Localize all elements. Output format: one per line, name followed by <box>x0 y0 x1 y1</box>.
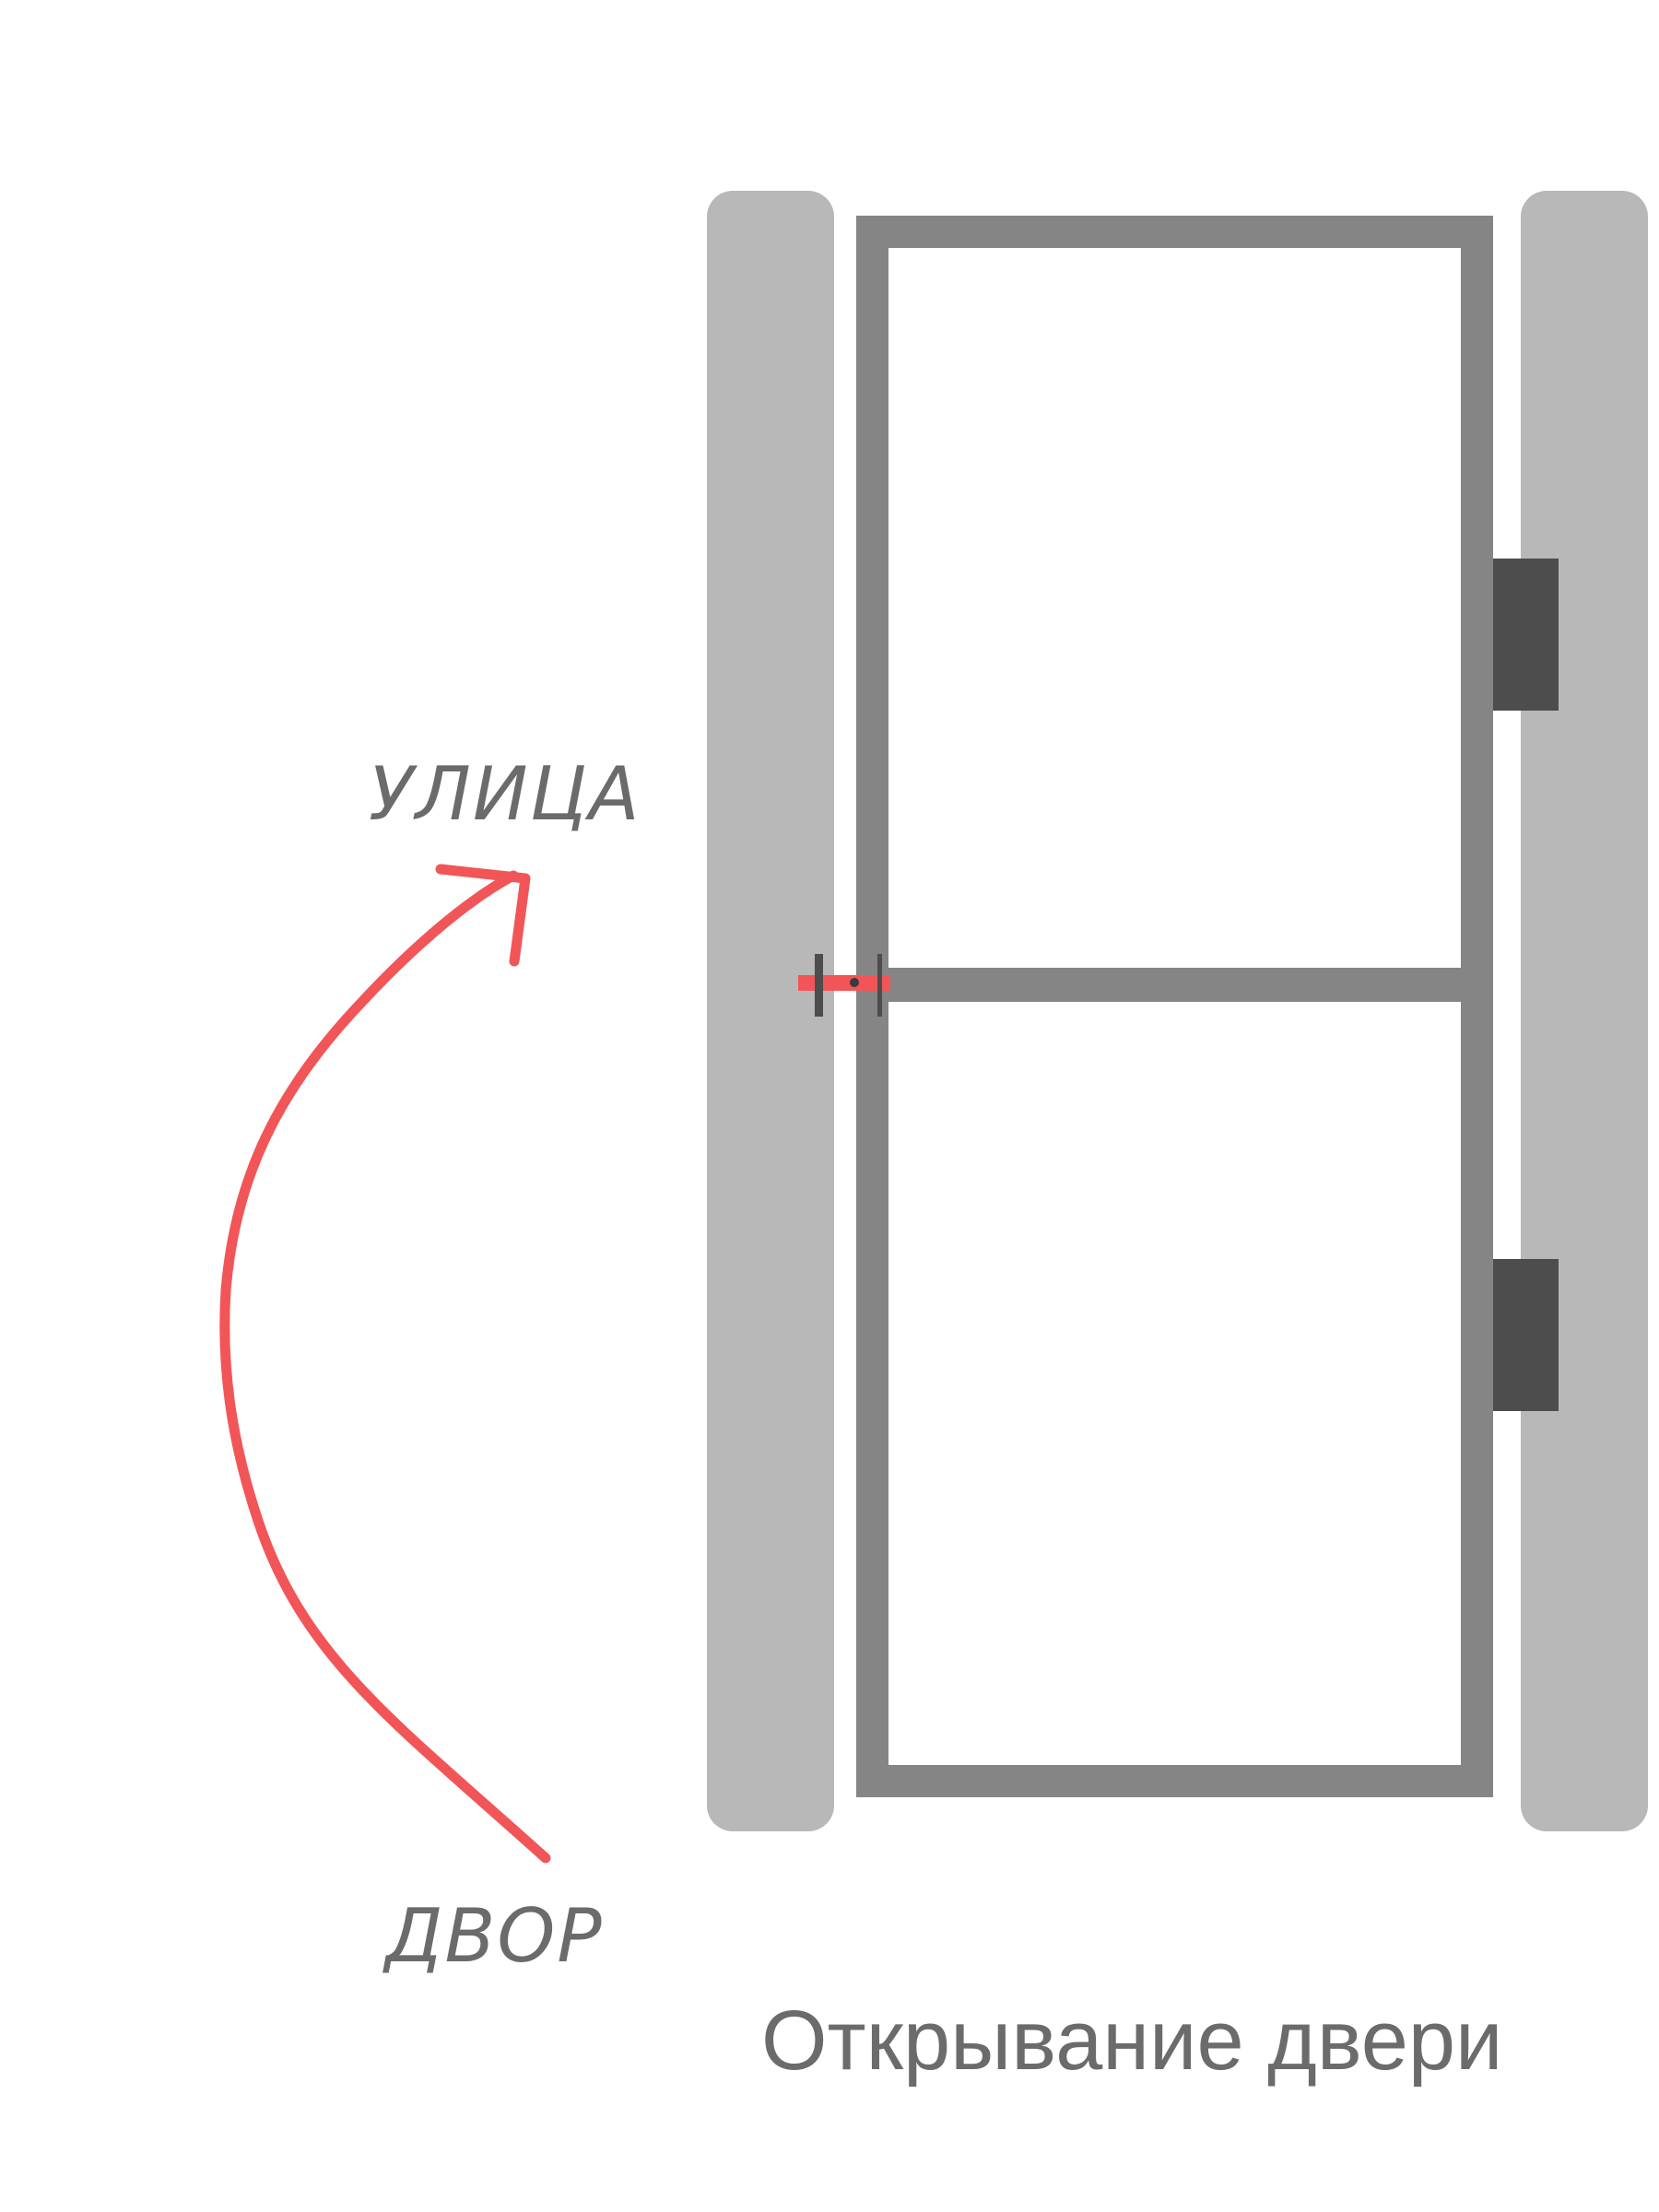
door-hinge-icon <box>1493 1259 1559 1411</box>
left-jamb <box>707 191 834 1831</box>
right-jamb <box>1521 191 1648 1831</box>
door-leaf <box>856 216 1493 1797</box>
door-handle-icon <box>798 954 890 1017</box>
door-panel-lower <box>888 1002 1461 1765</box>
door-panel-upper <box>888 248 1461 968</box>
yard-label: ДВОР <box>382 1893 604 1979</box>
curved-arrow-icon <box>219 864 551 1864</box>
street-label: УЛИЦА <box>369 751 641 837</box>
door-hinge-icon <box>1493 559 1559 711</box>
diagram-caption: Открывание двери <box>761 1994 1502 2088</box>
